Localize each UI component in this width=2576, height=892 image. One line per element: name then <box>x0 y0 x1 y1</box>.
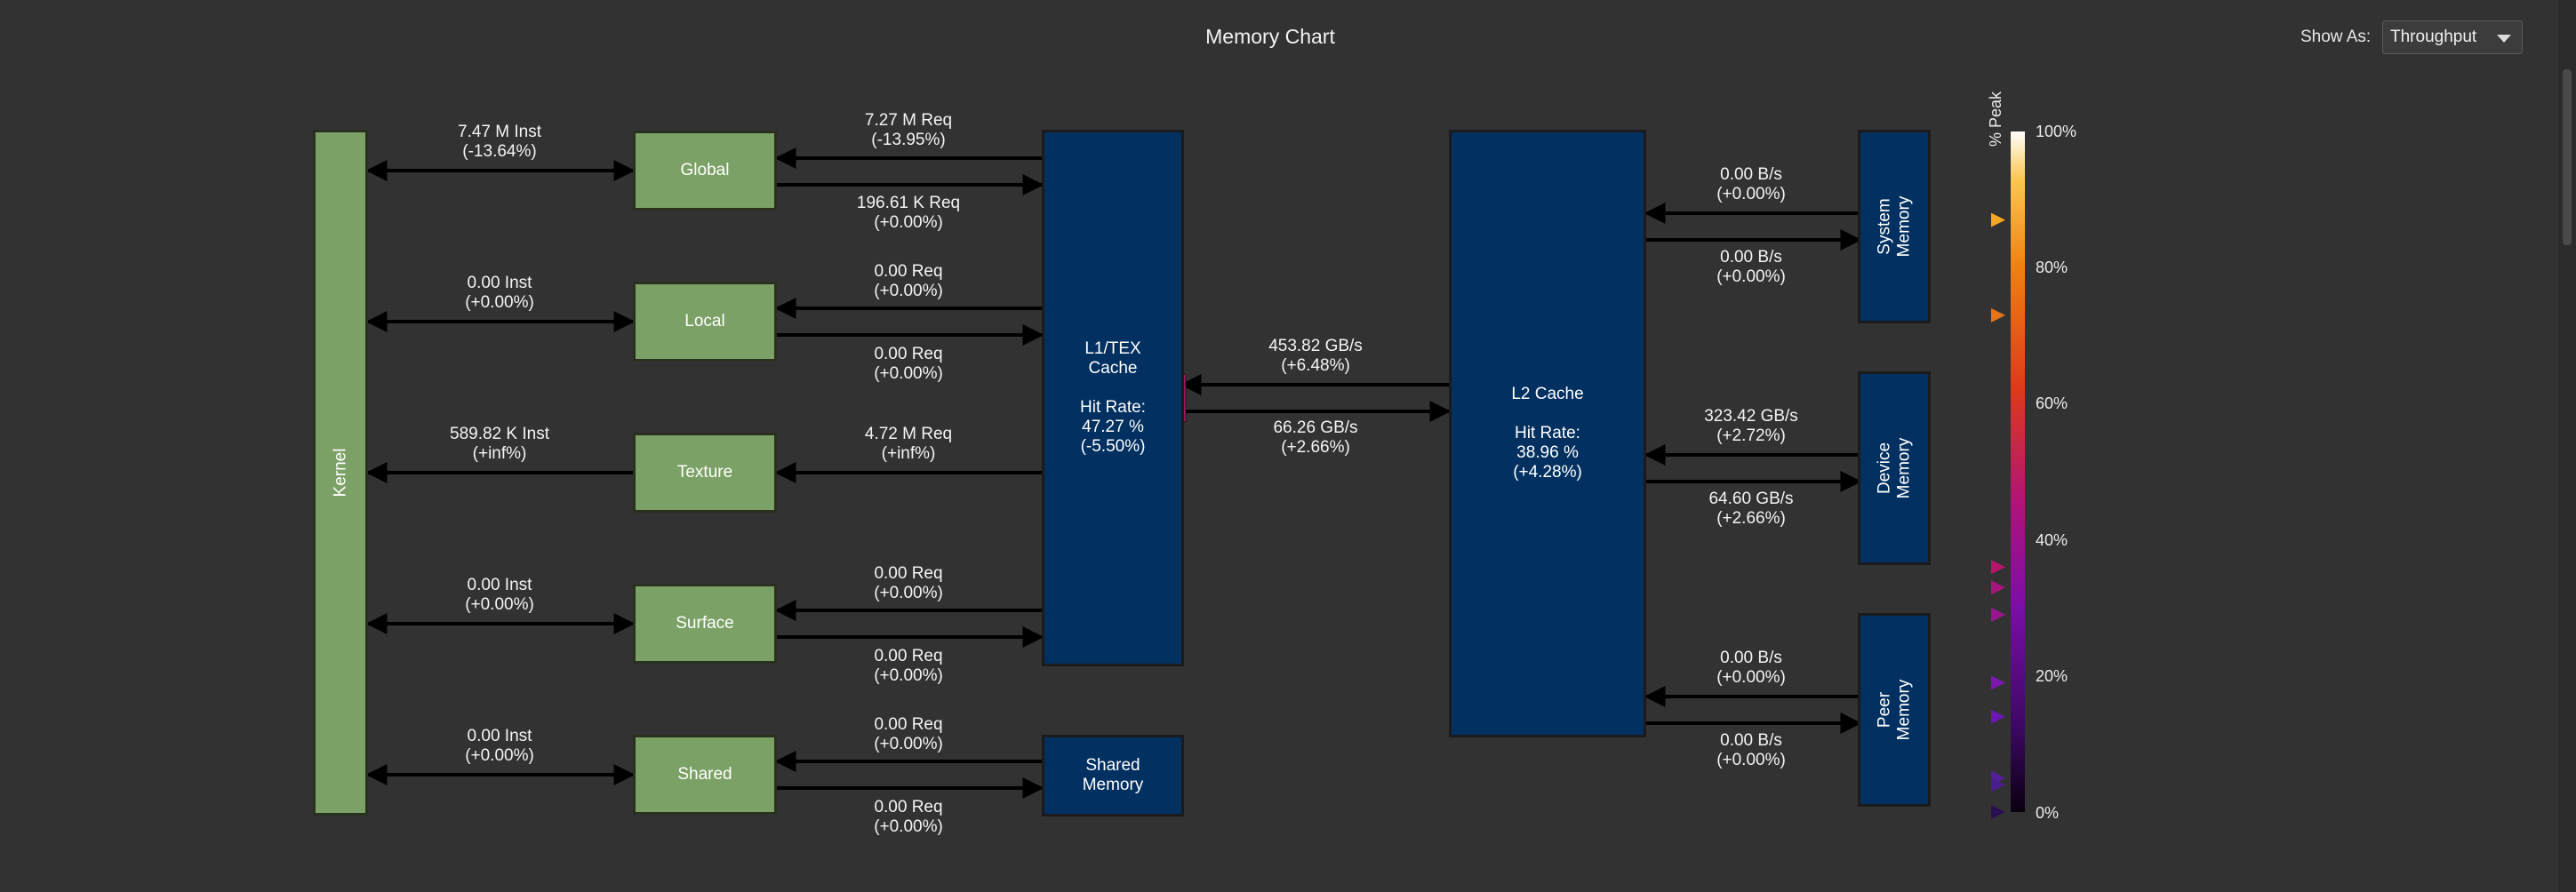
legend-marker <box>1991 805 2005 819</box>
link-label: 0.00 Inst(+0.00%) <box>465 576 534 614</box>
shared-memory[interactable]: Shared Memory <box>1042 735 1184 816</box>
link-label: 0.00 Req(+0.00%) <box>874 564 943 602</box>
device-memory-line2: Memory <box>1894 437 1913 499</box>
peer-memory-line2: Memory <box>1894 679 1913 741</box>
legend-tick: 60% <box>2036 394 2068 412</box>
l1-hit-rate-label: Hit Rate: <box>1080 398 1146 417</box>
link-label: 7.47 M Inst(-13.64%) <box>458 123 541 161</box>
global-label: Global <box>680 161 730 179</box>
surface-unit[interactable]: Surface <box>633 584 777 664</box>
legend-title: % Peak <box>1987 91 2004 147</box>
global-unit[interactable]: Global <box>633 131 777 211</box>
l1-hit-rate-value: 47.27 % <box>1082 418 1144 436</box>
l1-label-line1: L1/TEX <box>1084 339 1141 358</box>
kernel-unit[interactable]: Kernel <box>313 130 368 816</box>
legend-marker <box>1991 675 2005 690</box>
link-label: 0.00 Inst(+0.00%) <box>465 727 534 765</box>
link-label: 0.00 Req(+0.00%) <box>874 798 943 836</box>
legend-marker <box>1991 607 2005 622</box>
kernel-label: Kernel <box>330 448 349 498</box>
texture-unit[interactable]: Texture <box>633 433 777 513</box>
local-unit[interactable]: Local <box>633 282 777 362</box>
legend-tick: 100% <box>2036 123 2077 140</box>
legend-tick: 40% <box>2036 531 2068 549</box>
legend-marker <box>1991 560 2005 575</box>
legend-marker <box>1991 777 2005 792</box>
legend-markers <box>1991 212 2005 819</box>
link-label: 0.00 Req(+0.00%) <box>874 262 943 300</box>
texture-label: Texture <box>676 463 733 482</box>
l1-tex-cache[interactable]: L1/TEX Cache Hit Rate: 47.27 % (-5.50%) <box>1042 130 1184 666</box>
page-title: Memory Chart <box>1205 25 1335 48</box>
l2-hit-rate-label: Hit Rate: <box>1515 424 1580 442</box>
link-label: 196.61 K Req(+0.00%) <box>856 194 961 232</box>
l1-hit-rate-delta: (-5.50%) <box>1080 437 1146 456</box>
l2-hit-rate-delta: (+4.28%) <box>1513 463 1582 482</box>
l2-cache[interactable]: L2 Cache Hit Rate: 38.96 % (+4.28%) <box>1449 130 1646 737</box>
link-label: 0.00 Req(+0.00%) <box>874 715 943 753</box>
link-label: 66.26 GB/s(+2.66%) <box>1273 418 1358 457</box>
legend-tick: 80% <box>2036 259 2068 276</box>
link-label: 64.60 GB/s(+2.66%) <box>1708 490 1794 528</box>
legend-marker <box>1991 709 2005 724</box>
shared-memory-line1: Shared <box>1085 756 1140 775</box>
surface-label: Surface <box>676 614 734 633</box>
show-as-value: Throughput <box>2390 28 2477 46</box>
show-as-dropdown[interactable]: Throughput <box>2382 20 2523 54</box>
l2-label: L2 Cache <box>1511 385 1584 403</box>
legend-tick: 0% <box>2036 804 2060 822</box>
link-label: 0.00 Req(+0.00%) <box>874 345 943 383</box>
link-label: 0.00 B/s(+0.00%) <box>1716 165 1786 203</box>
legend-tick: 20% <box>2036 667 2068 685</box>
legend-color-bar <box>2011 131 2025 812</box>
legend-marker <box>1991 212 2005 227</box>
shared-label: Shared <box>677 765 732 784</box>
link-label: 0.00 Inst(+0.00%) <box>465 274 534 312</box>
link-label: 0.00 B/s(+0.00%) <box>1716 731 1786 769</box>
link-label: 7.27 M Req(-13.95%) <box>864 111 953 149</box>
shared-unit[interactable]: Shared <box>633 735 777 815</box>
link-label: 323.42 GB/s(+2.72%) <box>1704 407 1798 445</box>
link-label: 589.82 K Inst(+inf%) <box>450 425 549 463</box>
system-memory-line2: Memory <box>1894 195 1913 258</box>
shared-memory-line2: Memory <box>1082 776 1144 794</box>
scrollbar-thumb[interactable] <box>2563 69 2572 245</box>
legend-marker <box>1991 307 2005 323</box>
chevron-down-icon <box>2497 35 2511 43</box>
link-label: 0.00 Req(+0.00%) <box>874 647 943 685</box>
legend-marker <box>1991 580 2005 595</box>
l1-label-line2: Cache <box>1088 359 1138 378</box>
link-label: 0.00 B/s(+0.00%) <box>1716 248 1786 286</box>
link-label: 453.82 GB/s(+6.48%) <box>1268 337 1363 375</box>
link-label: 4.72 M Req(+inf%) <box>864 425 953 463</box>
link-label: 0.00 B/s(+0.00%) <box>1716 649 1786 687</box>
show-as-label: Show As: <box>2300 28 2372 46</box>
local-label: Local <box>684 312 725 331</box>
l2-hit-rate-value: 38.96 % <box>1516 443 1579 462</box>
